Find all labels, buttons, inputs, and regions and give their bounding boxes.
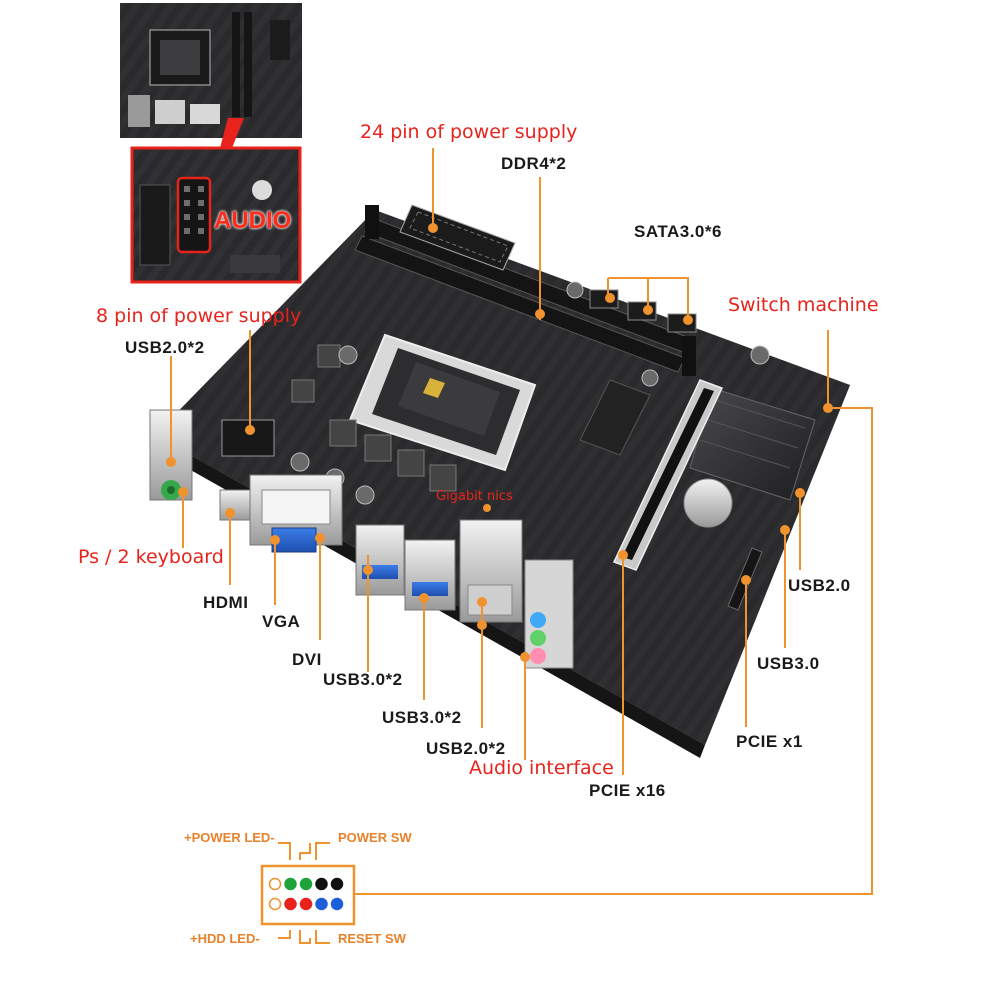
label-ps2-keyboard: Ps / 2 keyboard xyxy=(78,546,224,568)
audio-header-zoom xyxy=(130,146,302,284)
front-panel-bottom-row xyxy=(268,897,344,911)
label-power-sw: POWER SW xyxy=(338,830,412,845)
cmos-battery xyxy=(683,478,733,528)
cpu-socket xyxy=(348,333,537,472)
label-sata: SATA3.0*6 xyxy=(634,222,722,241)
label-hdd-led: +HDD LED- xyxy=(190,931,260,946)
label-ddr4: DDR4*2 xyxy=(501,154,567,173)
label-8pin-power: 8 pin of power supply xyxy=(96,305,302,327)
label-hdmi: HDMI xyxy=(203,593,249,612)
front-panel-pin xyxy=(284,897,297,911)
front-panel-pin xyxy=(315,877,328,891)
label-pcie-x16: PCIE x16 xyxy=(589,781,666,800)
label-switch-machine: Switch machine xyxy=(728,294,879,316)
vrm-chokes xyxy=(291,344,457,492)
atx-24pin-connector xyxy=(399,204,516,271)
front-panel-pin xyxy=(268,877,282,891)
front-panel-pin xyxy=(284,877,297,891)
capacitors xyxy=(290,281,786,505)
front-panel-pin xyxy=(299,877,313,891)
eps-8pin-connector xyxy=(221,419,275,457)
label-usb30: USB3.0 xyxy=(757,654,820,673)
front-panel-pin xyxy=(315,897,328,911)
front-panel-pin xyxy=(330,877,344,891)
label-usb20: USB2.0 xyxy=(788,576,851,595)
label-power-led: +POWER LED- xyxy=(184,830,275,845)
label-audio-interface: Audio interface xyxy=(469,757,614,779)
label-reset-sw: RESET SW xyxy=(338,931,406,946)
front-panel-pin xyxy=(330,897,344,911)
label-vga: VGA xyxy=(262,612,301,631)
label-dvi: DVI xyxy=(292,650,322,669)
label-24pin-power: 24 pin of power supply xyxy=(360,121,578,143)
inset-board-thumbnail xyxy=(120,3,302,138)
ram-slots xyxy=(354,205,696,376)
front-panel-pin xyxy=(299,897,313,911)
label-usb20x2-left: USB2.0*2 xyxy=(125,338,205,357)
label-pcie-x1: PCIE x1 xyxy=(736,732,803,751)
front-panel-top-row xyxy=(268,877,344,891)
label-usb20x2-bottom: USB2.0*2 xyxy=(426,739,506,758)
label-usb30x2-a: USB3.0*2 xyxy=(323,670,403,689)
front-panel-header xyxy=(260,842,356,944)
leader-dots xyxy=(166,223,833,662)
front-panel-pin xyxy=(268,897,282,911)
label-audio-tag: AUDIO xyxy=(214,207,292,234)
zoom-pointer xyxy=(220,118,244,148)
label-usb30x2-b: USB3.0*2 xyxy=(382,708,462,727)
leader-lines xyxy=(170,148,873,895)
label-gigabit-nics: Gigabit nics xyxy=(436,489,513,504)
